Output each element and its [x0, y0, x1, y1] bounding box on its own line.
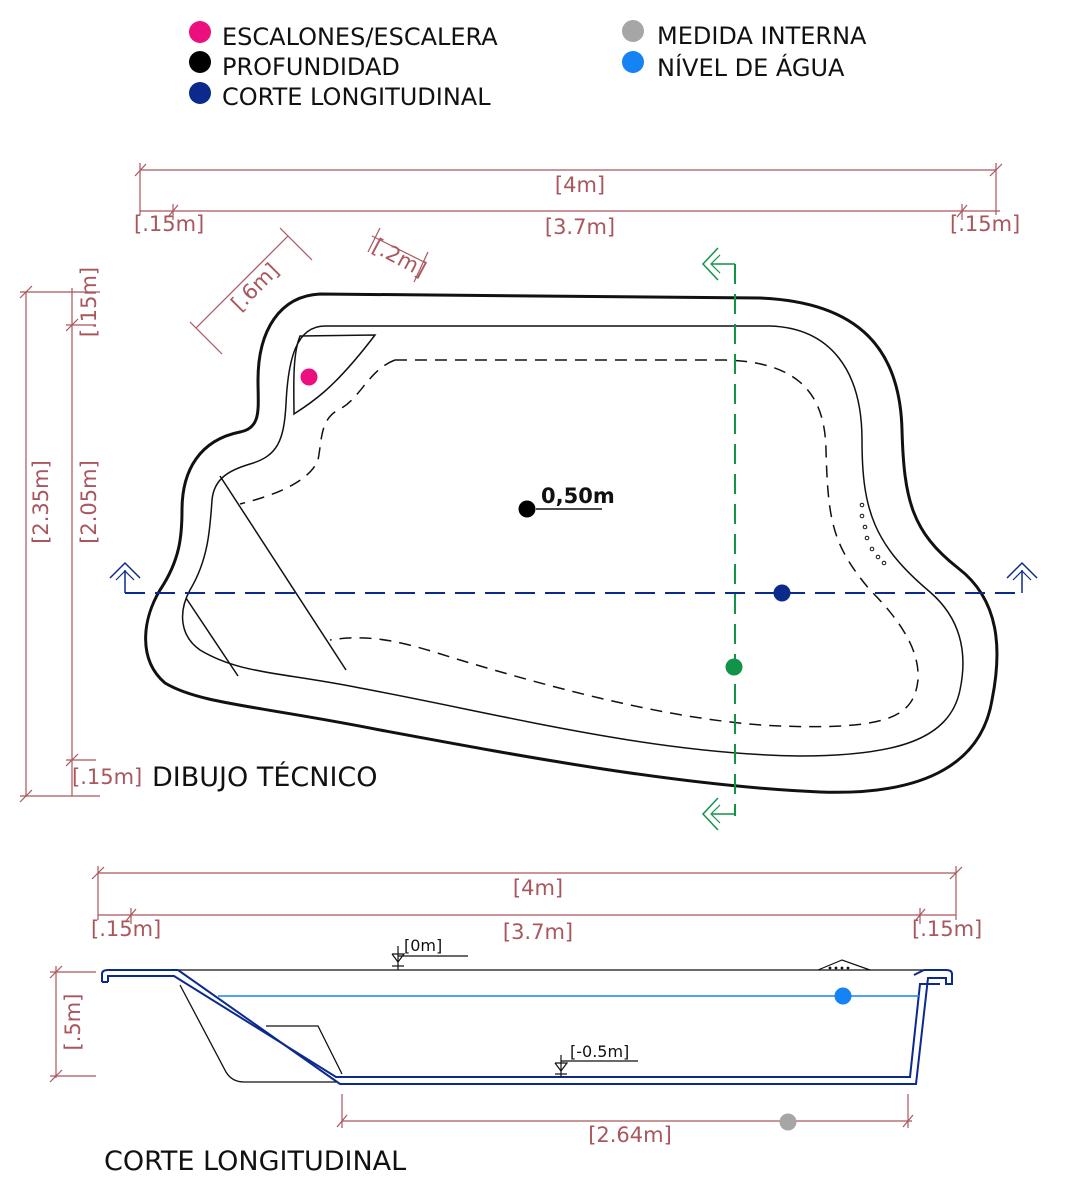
- section-dim-inner-width: [3.7m]: [503, 920, 573, 944]
- legend-label-steps: ESCALONES/ESCALERA: [222, 23, 498, 51]
- pool-outer-rim: [144, 292, 999, 794]
- legend-label-section: CORTE LONGITUDINAL: [222, 83, 491, 111]
- section-dim-height: [.5m]: [61, 994, 85, 1051]
- section-dimensions: [4m] [3.7m] [.15m] [.15m] [.5m] [2.64m]: [49, 866, 982, 1147]
- section-dim-floor-length: [2.64m]: [588, 1123, 672, 1147]
- depth-label: 0,50m: [541, 484, 615, 508]
- plan-dim-edge-right: [.15m]: [950, 212, 1020, 236]
- legend-marker-internal: [622, 20, 644, 42]
- pool-inner-rim: [181, 325, 964, 757]
- plan-dim-total-width: [4m]: [555, 173, 605, 197]
- section-dim-edge-left: [.15m]: [91, 917, 161, 941]
- legend-label-depth: PROFUNDIDAD: [222, 53, 400, 81]
- legend-label-water: NÍVEL DE ÁGUA: [657, 53, 845, 82]
- plan-dim-step-width: [.6m]: [226, 258, 283, 315]
- plan-dim-step-depth: [.2m]: [369, 234, 430, 282]
- cross-cut-marker: [725, 658, 743, 676]
- legend-marker-steps: [189, 21, 211, 43]
- pool-plan: 0,50m: [109, 247, 1038, 831]
- pool-step-top: [293, 334, 377, 416]
- cross-cut-arrow-top-icon: [701, 247, 719, 281]
- legend-marker-water: [622, 51, 644, 73]
- pool-shell-outer: [101, 969, 953, 1085]
- pool-section-steps: [179, 984, 343, 1083]
- pool-section: [0m] [-0.5m]: [101, 936, 953, 1085]
- legend: ESCALONES/ESCALERA PROFUNDIDAD CORTE LON…: [189, 20, 867, 111]
- plan-title: DIBUJO TÉCNICO: [152, 761, 378, 793]
- legend-marker-depth: [189, 51, 211, 73]
- pool-floor-outline: [239, 359, 919, 728]
- level-bottom-label: [-0.5m]: [570, 1042, 629, 1061]
- section-cut-arrow-left-icon: [109, 561, 141, 579]
- section-dim-total-width: [4m]: [513, 876, 563, 900]
- plan-dim-inner-width: [3.7m]: [545, 215, 615, 239]
- legend-label-internal: MEDIDA INTERNA: [657, 22, 867, 50]
- internal-measure-marker: [779, 1113, 797, 1131]
- section-cut-arrow-right-icon: [1006, 561, 1038, 579]
- section-marker: [773, 584, 791, 602]
- return-jets: [859, 502, 887, 566]
- steps-marker: [300, 368, 318, 386]
- plan-dim-edge-top: [.15m]: [77, 267, 101, 337]
- legend-marker-section: [189, 82, 211, 104]
- water-level-marker: [834, 987, 852, 1005]
- plan-dim-inner-length: [2.05m]: [77, 460, 101, 544]
- plan-dim-edge-bottom: [.15m]: [72, 765, 142, 789]
- level-top-label: [0m]: [404, 936, 442, 955]
- depth-marker: [518, 500, 536, 518]
- pool-shell-inner: [107, 975, 940, 1078]
- section-dim-edge-right: [.15m]: [912, 917, 982, 941]
- section-title: CORTE LONGITUDINAL: [104, 1146, 406, 1177]
- plan-dimensions: [4m] [3.7m] [.15m] [.15m] [.6m] [.2m] [2…: [19, 163, 1020, 803]
- cross-cut-arrow-bottom-icon: [701, 797, 719, 831]
- plan-dim-total-length: [2.35m]: [29, 460, 53, 544]
- plan-dim-edge-left: [.15m]: [134, 212, 204, 236]
